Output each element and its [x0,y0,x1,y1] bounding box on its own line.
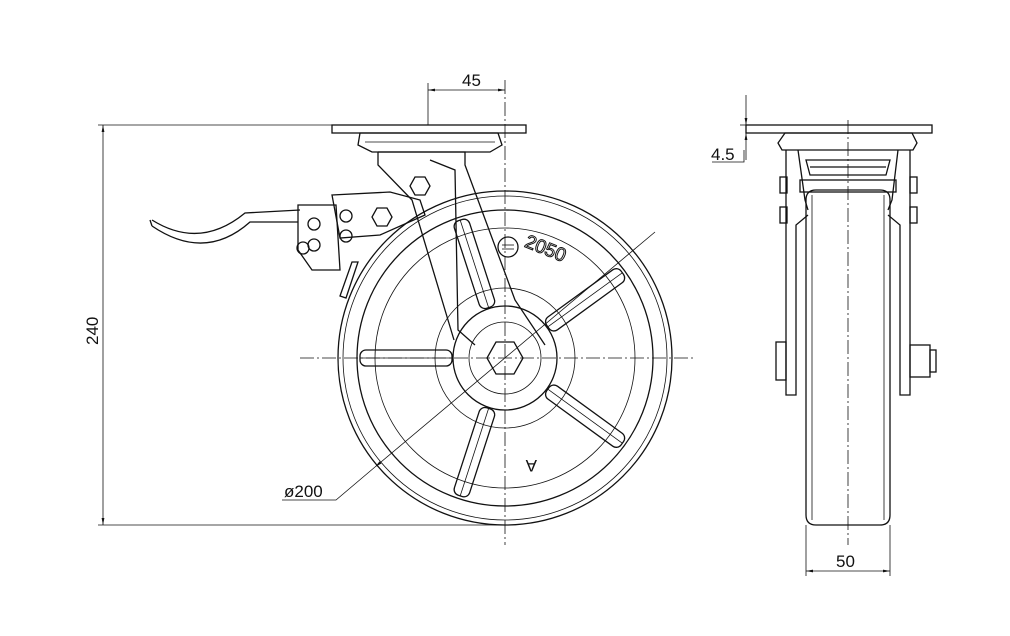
dimension-offset: 45 [427,71,505,125]
side-wheel [805,189,891,526]
axle-bolt-head [775,341,787,381]
axle-nut-side [909,344,931,378]
wheel-width-label: 50 [836,552,855,571]
height-label: 240 [83,317,102,345]
plate-thickness-label: 4.5 [711,145,735,164]
diameter-label: ø200 [284,482,323,501]
spokes [359,218,626,498]
wheel-marking: 2050 [522,232,569,267]
axle-nut [486,341,524,375]
top-plate [331,124,527,153]
side-top-plate [745,124,933,134]
fork [377,151,546,346]
hub-marking: A [525,456,537,475]
dimension-diameter: ø200 [282,231,656,501]
side-view: 4.5 50 [711,95,937,576]
front-view: 2050 A 45 [83,71,695,545]
offset-label: 45 [462,71,481,90]
dimension-height: 240 [83,124,505,526]
brake-lever [149,176,431,299]
brand-logo [497,236,519,258]
dimension-plate-thickness: 4.5 [711,95,748,164]
dimension-wheel-width: 50 [805,525,891,576]
